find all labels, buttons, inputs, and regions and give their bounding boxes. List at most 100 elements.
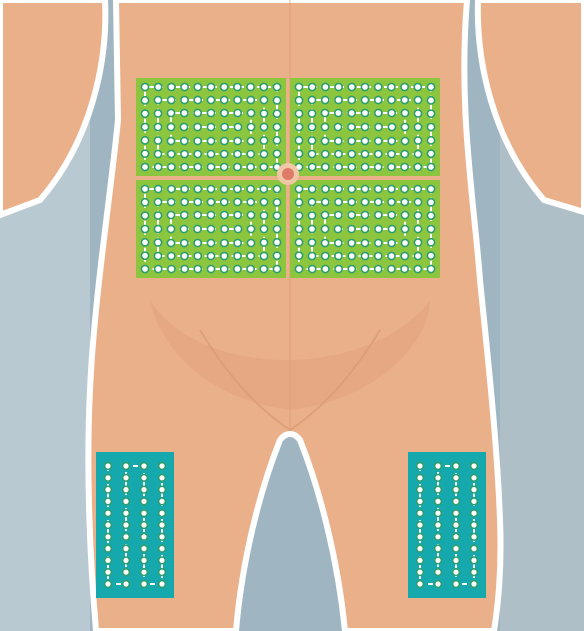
injection-point — [273, 239, 280, 246]
injection-point — [375, 265, 382, 272]
injection-point — [247, 83, 254, 90]
injection-point — [154, 239, 161, 246]
injection-point — [388, 109, 395, 116]
injection-point — [388, 123, 395, 130]
injection-point — [453, 581, 460, 588]
injection-point — [123, 533, 130, 540]
injection-point — [295, 110, 302, 117]
injection-point — [273, 199, 280, 206]
injection-point — [417, 486, 424, 493]
injection-point — [123, 557, 130, 564]
injection-point — [141, 163, 148, 170]
injection-point — [221, 225, 228, 232]
injection-point — [247, 252, 254, 259]
injection-point — [168, 163, 175, 170]
injection-point — [234, 239, 241, 246]
injection-point — [348, 109, 355, 116]
injection-point — [322, 83, 329, 90]
injection-point — [234, 150, 241, 157]
injection-point — [154, 123, 161, 130]
injection-point — [105, 498, 112, 505]
injection-point — [348, 123, 355, 130]
injection-point — [159, 498, 166, 505]
injection-point — [335, 252, 342, 259]
injection-point — [435, 533, 442, 540]
injection-point — [105, 522, 112, 529]
injection-point — [401, 252, 408, 259]
injection-point — [375, 150, 382, 157]
injection-point — [453, 545, 460, 552]
injection-point — [247, 198, 254, 205]
injection-point — [335, 239, 342, 246]
injection-point — [322, 96, 329, 103]
injection-point — [141, 199, 148, 206]
injection-point — [417, 498, 424, 505]
injection-point — [427, 212, 434, 219]
injection-point — [414, 163, 421, 170]
injection-point — [234, 137, 241, 144]
injection-point — [435, 545, 442, 552]
injection-point — [273, 225, 280, 232]
navel-center — [282, 168, 294, 180]
injection-point — [308, 225, 315, 232]
injection-point — [141, 474, 148, 481]
injection-point — [181, 137, 188, 144]
injection-point — [471, 522, 478, 529]
injection-point — [155, 265, 162, 272]
injection-point — [154, 252, 161, 259]
injection-point — [388, 150, 395, 157]
injection-point — [181, 96, 188, 103]
injection-point — [375, 185, 382, 192]
injection-point — [194, 225, 201, 232]
injection-point — [247, 185, 254, 192]
injection-point — [348, 239, 355, 246]
injection-point — [388, 198, 395, 205]
injection-point — [123, 522, 130, 529]
injection-point — [159, 486, 166, 493]
injection-point — [295, 199, 302, 206]
injection-point — [295, 239, 302, 246]
injection-point — [141, 545, 148, 552]
injection-point — [427, 252, 434, 259]
injection-point — [141, 557, 148, 564]
injection-point — [221, 96, 228, 103]
injection-point — [207, 150, 214, 157]
injection-point — [361, 83, 368, 90]
injection-point — [168, 185, 175, 192]
injection-point — [181, 239, 188, 246]
injection-point — [181, 109, 188, 116]
injection-point — [181, 211, 188, 218]
injection-point — [401, 225, 408, 232]
injection-point — [435, 474, 442, 481]
injection-point — [154, 212, 161, 219]
injection-point — [154, 137, 161, 144]
injection-point — [260, 137, 267, 144]
injection-point — [141, 486, 148, 493]
injection-point — [141, 522, 148, 529]
injection-point — [260, 212, 267, 219]
injection-point — [309, 83, 316, 90]
injection-point — [295, 212, 302, 219]
injection-point — [141, 463, 148, 470]
injection-point — [375, 123, 382, 130]
injection-point — [335, 163, 342, 170]
injection-point — [181, 252, 188, 259]
injection-point — [414, 185, 421, 192]
injection-point — [427, 163, 434, 170]
injection-point — [295, 83, 302, 90]
injection-point — [273, 97, 280, 104]
injection-point — [159, 533, 166, 540]
injection-point — [221, 163, 228, 170]
injection-point — [159, 569, 166, 576]
injection-point — [247, 109, 254, 116]
injection-point — [375, 96, 382, 103]
injection-point — [273, 110, 280, 117]
injection-point — [123, 510, 130, 517]
injection-point — [453, 463, 460, 470]
injection-point — [427, 137, 434, 144]
injection-point — [105, 533, 112, 540]
injection-point — [414, 198, 421, 205]
injection-point — [295, 225, 302, 232]
injection-point — [401, 185, 408, 192]
injection-point — [348, 137, 355, 144]
